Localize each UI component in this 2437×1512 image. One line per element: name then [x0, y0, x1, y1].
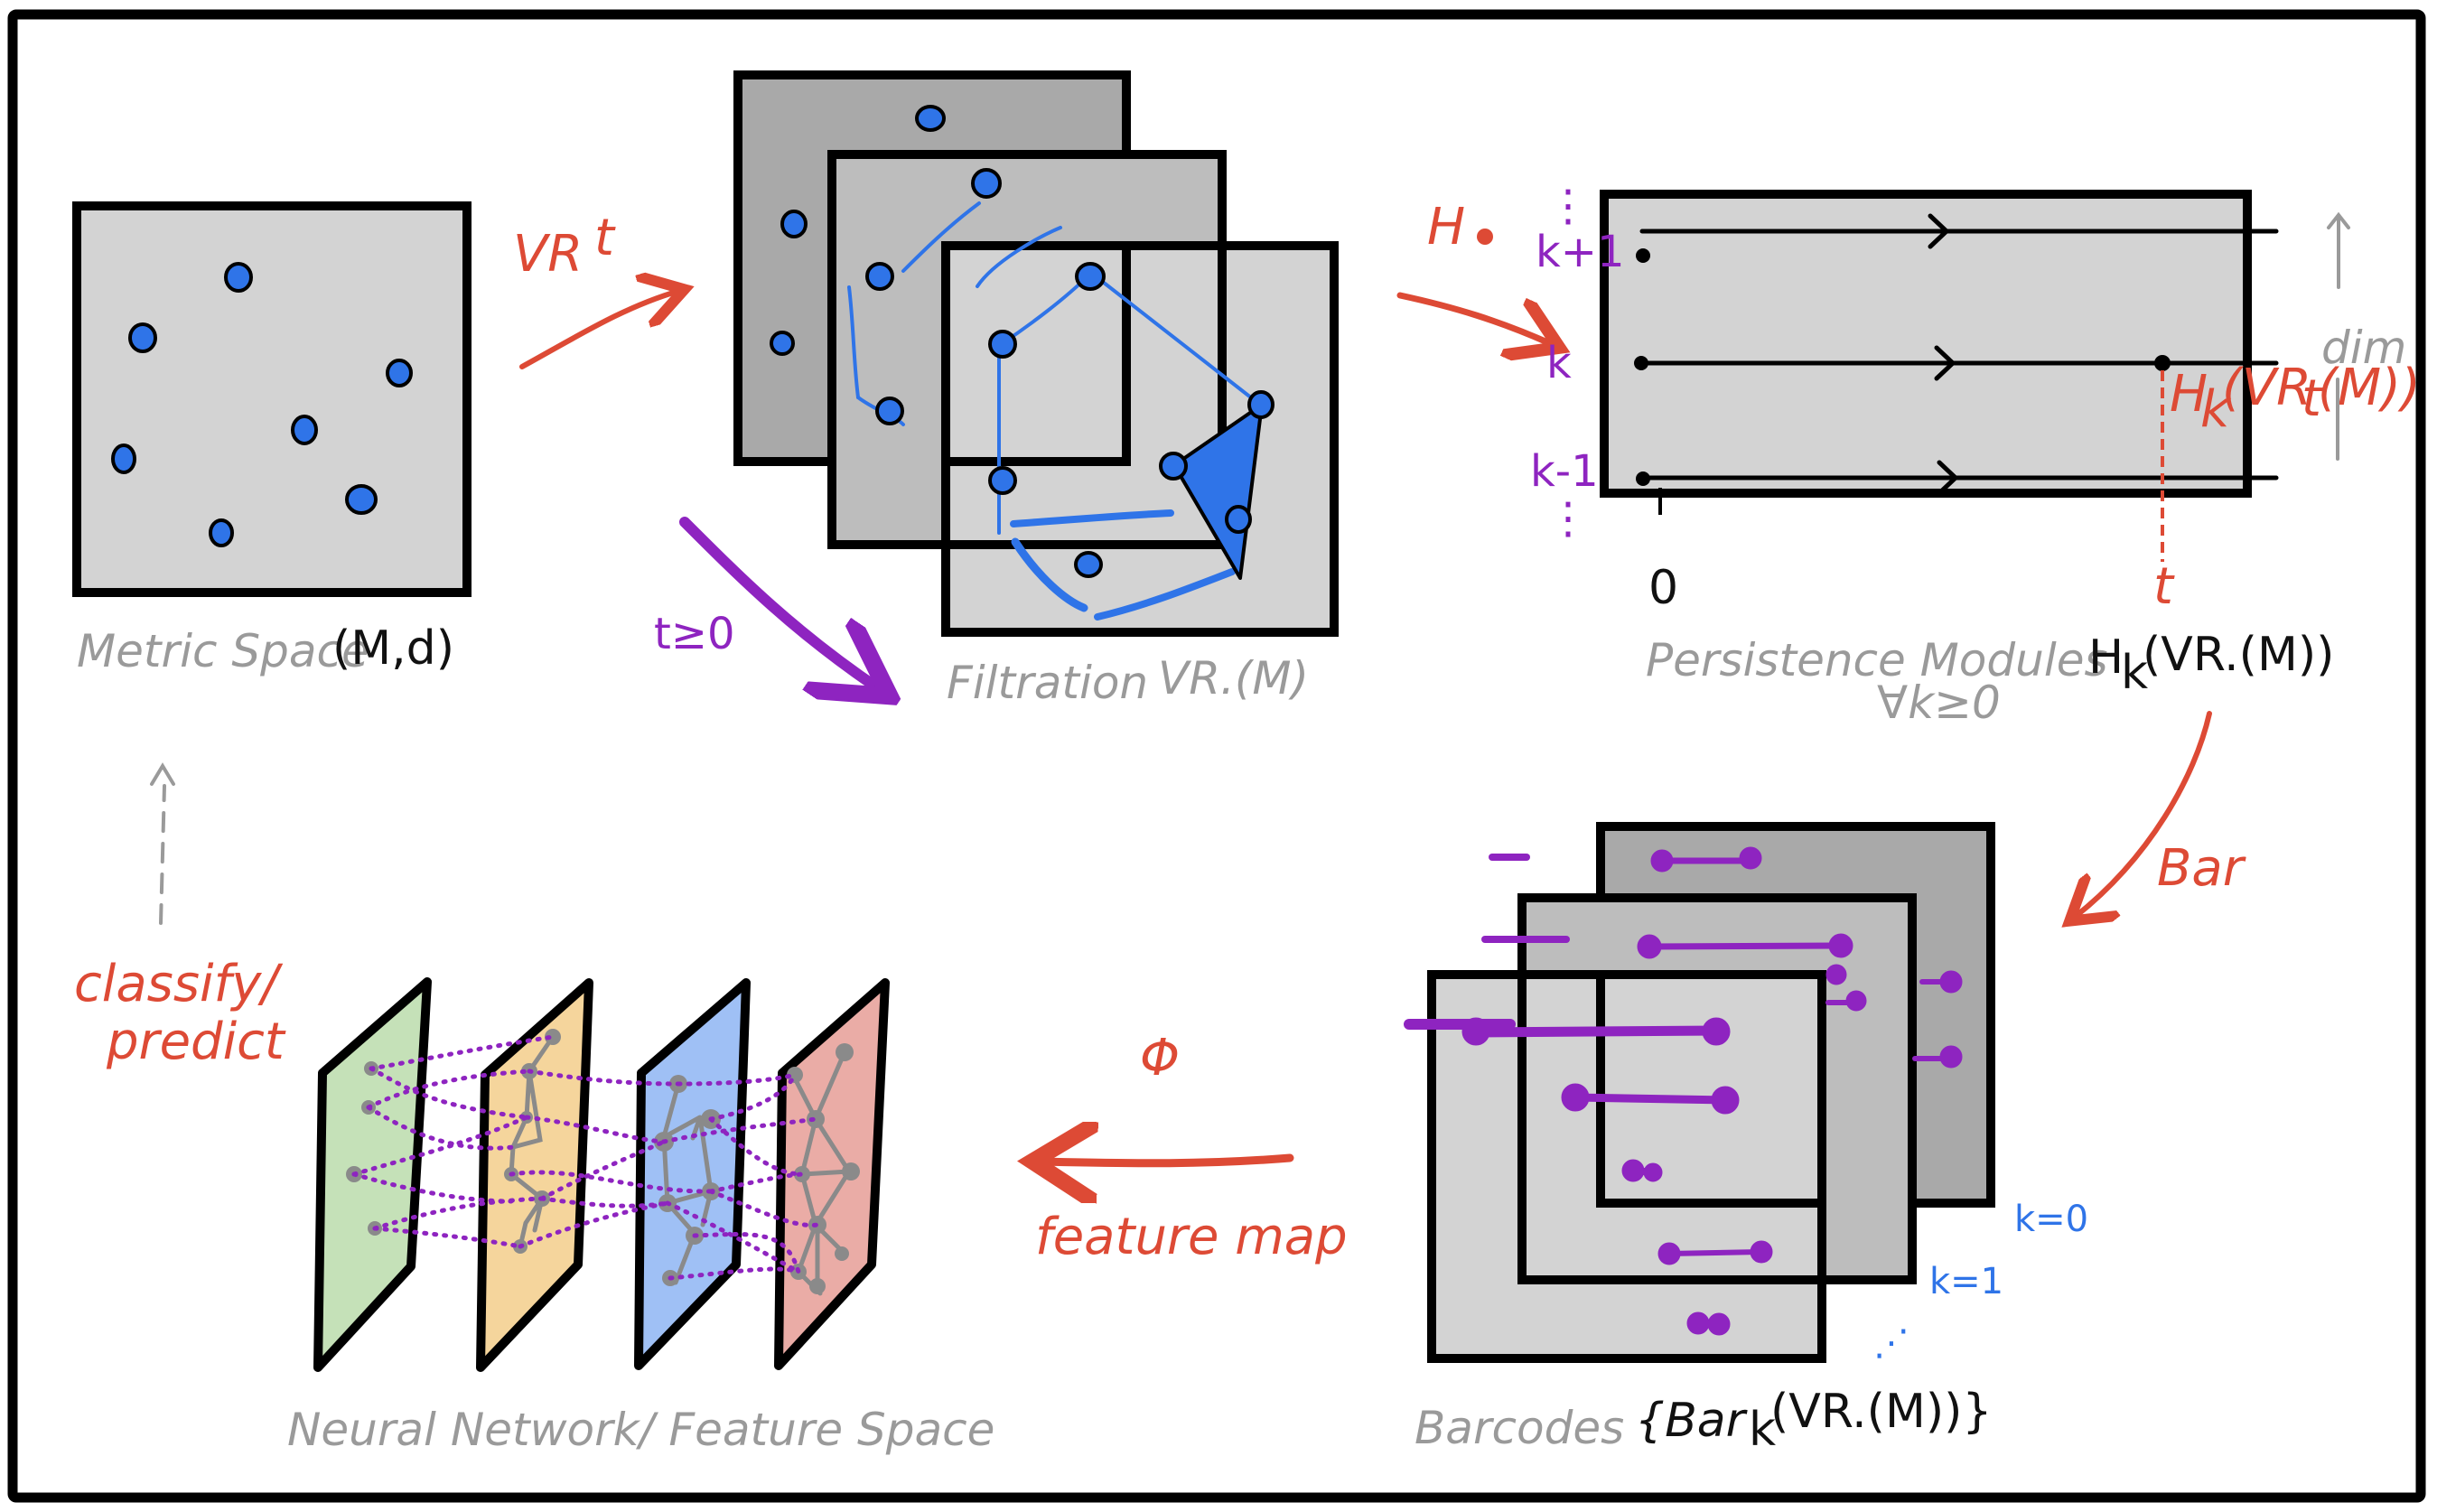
barcodes-notation-open: {Bar	[1635, 1394, 1749, 1448]
persistence-notation-h: H	[2088, 630, 2124, 685]
interval	[1646, 942, 1844, 950]
homology-arrow-dot	[1477, 229, 1493, 245]
filtration-simplex	[1172, 403, 1264, 580]
predict-label: predict	[106, 1013, 286, 1071]
barcodes-notation-sub: k	[1749, 1403, 1776, 1457]
dim-axis	[2327, 211, 2350, 461]
point	[915, 105, 946, 132]
highlight-h: H	[2170, 365, 2208, 424]
persistence-notation-arg: (VR.(M))	[2143, 628, 2334, 682]
highlight-arg-sub: t	[2302, 369, 2323, 428]
interval	[1571, 1093, 1730, 1105]
bar-arrow-label: Bar	[2157, 839, 2246, 898]
layer-label-k0: k=0	[2014, 1199, 2088, 1240]
point	[291, 415, 318, 445]
classify-arrow: classify/ predict	[74, 762, 286, 1071]
filtration-points	[770, 105, 1275, 578]
barcode-intervals	[1461, 846, 1963, 1336]
filtration-stack: Filtration VR.(M)	[733, 70, 1339, 709]
interval	[1471, 1025, 1723, 1038]
point	[988, 466, 1017, 495]
filtration-caption: Filtration	[947, 657, 1148, 709]
metric-space-points	[111, 262, 413, 547]
point	[224, 262, 253, 293]
dim-dots-bottom: ⋮	[1546, 493, 1590, 544]
persistence-caption-sub: ∀k≥0	[1877, 677, 2001, 729]
point	[111, 443, 136, 474]
point	[1075, 262, 1106, 291]
node	[842, 1162, 860, 1181]
point	[770, 331, 795, 356]
highlight-h-sub: k	[2200, 380, 2232, 439]
feature-map-arrow: Φ feature map	[1035, 1029, 1348, 1266]
interval-point	[1825, 964, 1847, 985]
homology-arrow: H	[1396, 198, 1554, 345]
node	[835, 1246, 849, 1261]
layer-green	[313, 977, 432, 1372]
point	[988, 330, 1017, 359]
barcode-bars	[1404, 854, 1570, 1030]
classify-label: classify/	[74, 955, 283, 1013]
filtration-edges	[847, 201, 1262, 621]
interval	[1666, 1249, 1764, 1256]
point	[386, 359, 413, 387]
neural-network-caption: Neural Network/ Feature Space	[287, 1404, 994, 1456]
homology-arrow-label: H	[1427, 198, 1465, 257]
bar-arrow: Bar	[2074, 711, 2246, 918]
layer-orange	[476, 978, 593, 1372]
barcodes-caption: Barcodes	[1415, 1402, 1624, 1454]
persistence-caption: Persistence Modules	[1646, 634, 2108, 686]
highlight-arg: (VR	[2222, 359, 2311, 417]
filtration-notation: VR.(M)	[1158, 652, 1309, 705]
point	[1247, 390, 1275, 419]
barcodes-notation-arg: (VR.(M))}	[1770, 1385, 1992, 1439]
axis-t-label: t	[2153, 557, 2175, 616]
layer-blue	[634, 978, 751, 1370]
axis-zero-label: 0	[1648, 561, 1678, 615]
dim-label-k: k	[1546, 338, 1572, 388]
persistence-notation-sub: k	[2121, 646, 2148, 700]
point	[1074, 551, 1103, 578]
vr-arrow-subscript: t	[594, 209, 616, 267]
filtration-layer-front	[941, 241, 1339, 637]
dim-dots-top: ⋮	[1546, 181, 1590, 231]
node	[807, 1110, 825, 1128]
neural-network: Neural Network/ Feature Space	[287, 977, 994, 1456]
metric-space-panel: Metric Space (M,d)	[72, 201, 472, 677]
phi-symbol: Φ	[1140, 1029, 1180, 1087]
barcodes-stack: k=0 k=1 ⋰ Barcodes {Bar k (VR.(M))}	[1404, 822, 2088, 1457]
t-arrow: t≥0	[654, 517, 881, 690]
point	[780, 210, 808, 238]
point	[971, 168, 1002, 199]
highlight-close: (M))	[2318, 359, 2421, 417]
vr-arrow-label: VR	[513, 225, 583, 284]
node	[836, 1043, 854, 1061]
point	[209, 518, 234, 547]
point	[875, 397, 904, 425]
point	[1225, 505, 1252, 534]
barcode-layer-k2	[1427, 970, 1826, 1363]
point	[1159, 452, 1188, 481]
metric-space-notation: (M,d)	[332, 621, 454, 676]
feature-map-label: feature map	[1035, 1208, 1348, 1266]
node	[809, 1278, 826, 1294]
point	[128, 322, 157, 353]
t-arrow-label: t≥0	[654, 609, 735, 659]
point	[345, 484, 378, 515]
layer-label-k1: k=1	[1929, 1261, 2003, 1302]
dim-label-k-minus-1: k-1	[1530, 446, 1599, 497]
layer-label-more: ⋰	[1873, 1322, 1909, 1364]
module-start-points	[1634, 248, 2171, 486]
point	[865, 262, 894, 291]
vr-arrow: VR t	[513, 209, 679, 369]
node	[545, 1029, 561, 1045]
metric-space-caption: Metric Space	[77, 625, 369, 677]
outer-frame	[7, 9, 2426, 1503]
persistence-panel: ⋮ k+1 k k-1 ⋮ 0 t H k (VR t (M))	[1530, 181, 2421, 729]
dim-axis-label: dim	[2321, 322, 2406, 374]
network-connections	[351, 1034, 820, 1281]
dim-label-k-plus-1: k+1	[1536, 227, 1625, 277]
